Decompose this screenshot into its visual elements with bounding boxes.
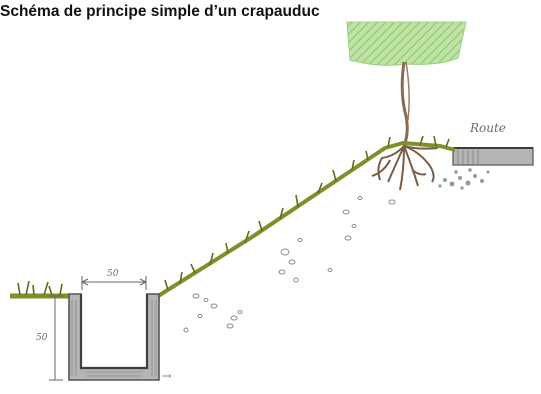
road-surface: Route [452,121,534,166]
roots-icon [371,145,439,191]
gravel-pile [438,168,490,190]
depth-label: 50 [36,333,48,343]
tree-icon [346,21,467,147]
page-title: Schéma de principe simple d’un crapauduc [0,3,320,20]
thickness-mark [162,374,171,378]
width-dimension [81,276,147,290]
depth-dimension [49,295,63,381]
road-label: Route [469,121,506,135]
stone-icon [183,196,396,333]
channel-gutter [68,293,160,381]
width-label: 50 [107,269,119,279]
grass-icon [10,135,456,300]
